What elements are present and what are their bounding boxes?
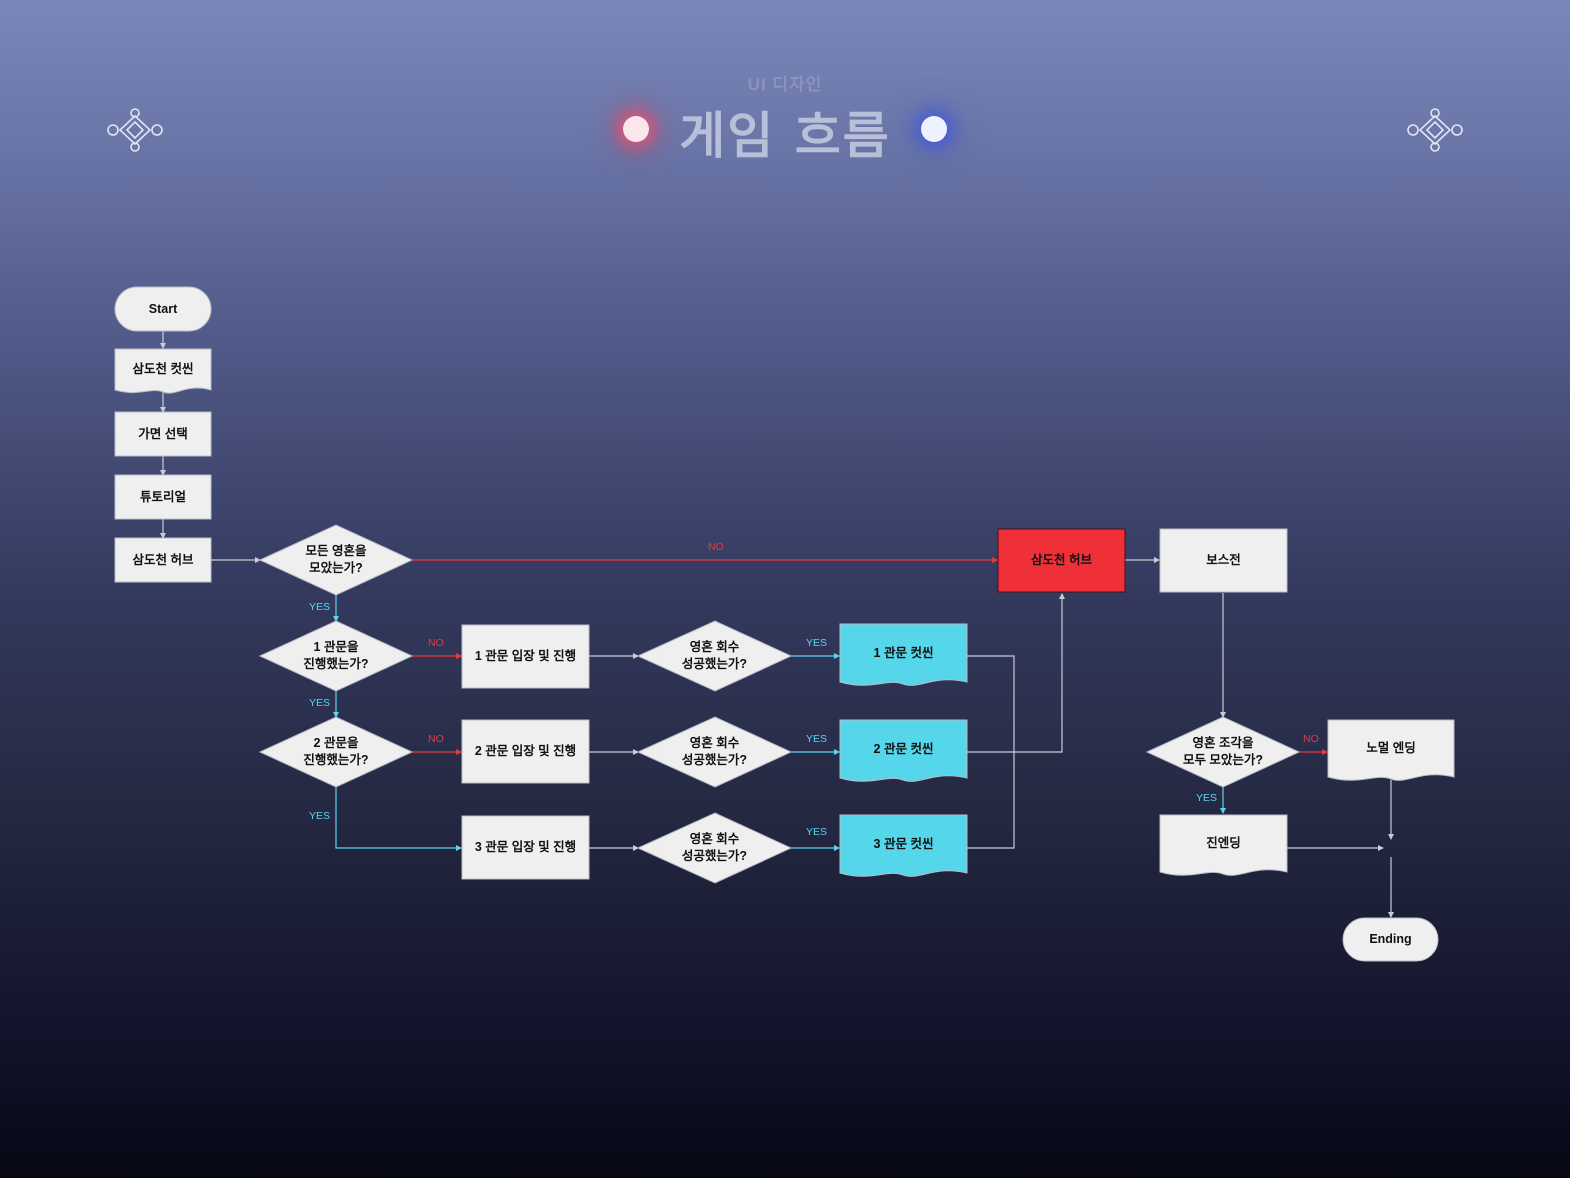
q-recover2-diamond [636, 716, 793, 788]
q-recover1-label: 영혼 회수 성공했는가? [681, 640, 748, 671]
edge-label-no-fragments: NO [1303, 733, 1319, 745]
q-recover1-diamond [636, 620, 793, 692]
page-title: 게임 흐름 [679, 107, 891, 165]
hub-samdocheon-box [114, 537, 212, 583]
q-recover2-label: 영혼 회수 성공했는가? [681, 736, 748, 767]
gate1-enter-box [461, 624, 590, 689]
edge-label-yes-gate1: YES [309, 697, 331, 709]
edge-qgate2-yes [335, 786, 462, 851]
edge-label-yes-recover1: YES [806, 637, 828, 649]
flow-shapes [114, 286, 1455, 962]
edge-gate3cut-join [967, 752, 1015, 849]
gate2-enter-label: 2 관문 입장 및 진행 [474, 744, 577, 758]
q-gate2-diamond [258, 716, 414, 788]
q-recover3-diamond [636, 812, 793, 884]
edge-gatecuts-hub [967, 593, 1065, 753]
mask-select-label: 가면 선택 [138, 426, 188, 441]
gate2-enter-box [461, 719, 590, 784]
q-fragments-label: 영혼 조각을 모두 모았는가? [1182, 736, 1264, 767]
mask-select-box [114, 411, 212, 457]
edge-label-no-gate1: NO [428, 637, 444, 649]
normal-ending-label: 노멀 엔딩 [1366, 741, 1416, 755]
normal-ending-doc [1327, 719, 1455, 781]
gate2-cutscene-doc [839, 719, 968, 782]
edge-label-no-all-souls: NO [708, 541, 724, 553]
edge-label-yes-recover2: YES [806, 733, 828, 745]
boss-battle-label: 보스전 [1206, 553, 1241, 567]
tutorial-box [114, 474, 212, 520]
q-fragments-diamond [1145, 716, 1301, 788]
ending-terminal [1342, 917, 1439, 962]
gate2-cutscene-label: 2 관문 컷씬 [873, 741, 934, 756]
edge-label-yes-fragments: YES [1196, 792, 1218, 804]
q-gate2-label: 2 관문을 진행했는가? [303, 736, 369, 767]
header-ornament-right [1030, 108, 1463, 152]
edge-label-yes-gate2: YES [309, 810, 331, 822]
q-gate1-label: 1 관문을 진행했는가? [303, 640, 369, 671]
blue-orb-icon [921, 116, 947, 142]
red-orb-icon [623, 116, 649, 142]
q-gate1-diamond [258, 620, 414, 692]
edge-label-yes-recover3: YES [806, 826, 828, 838]
header-subtitle: UI 디자인 [747, 75, 823, 94]
edge-gate1cut-join [967, 655, 1015, 752]
boss-battle-box [1159, 528, 1288, 593]
true-ending-label: 진엔딩 [1206, 836, 1241, 850]
hub-samdocheon-final-label: 삼도천 허브 [1031, 553, 1092, 567]
cutscene-samdocheon-label: 삼도천 컷씬 [132, 361, 194, 376]
edge-label-yes-all-souls: YES [309, 601, 331, 613]
q-all-souls-label: 모든 영혼을 모았는가? [305, 544, 367, 575]
edge-label-no-gate2: NO [428, 733, 444, 745]
hub-samdocheon-label: 삼도천 허브 [132, 552, 194, 567]
flow-edges [160, 331, 1394, 918]
ending-label: Ending [1369, 932, 1412, 946]
start-label: Start [148, 301, 178, 316]
gate1-cutscene-label: 1 관문 컷씬 [873, 645, 934, 660]
q-recover3-label: 영혼 회수 성공했는가? [681, 832, 748, 863]
gate1-cutscene-doc [839, 623, 968, 686]
gate3-cutscene-label: 3 관문 컷씬 [873, 836, 934, 851]
gate3-enter-label: 3 관문 입장 및 진행 [474, 840, 577, 854]
tutorial-label: 튜토리얼 [139, 489, 186, 504]
gate3-enter-box [461, 815, 590, 880]
gate1-enter-label: 1 관문 입장 및 진행 [474, 649, 577, 663]
gate3-cutscene-doc [839, 814, 968, 877]
true-ending-doc [1159, 814, 1288, 876]
start-terminal [114, 286, 212, 332]
cutscene-samdocheon-doc [114, 348, 212, 394]
hub-samdocheon-final-box [997, 528, 1126, 593]
q-all-souls-diamond [258, 524, 414, 596]
header-ornament-left [107, 108, 540, 152]
